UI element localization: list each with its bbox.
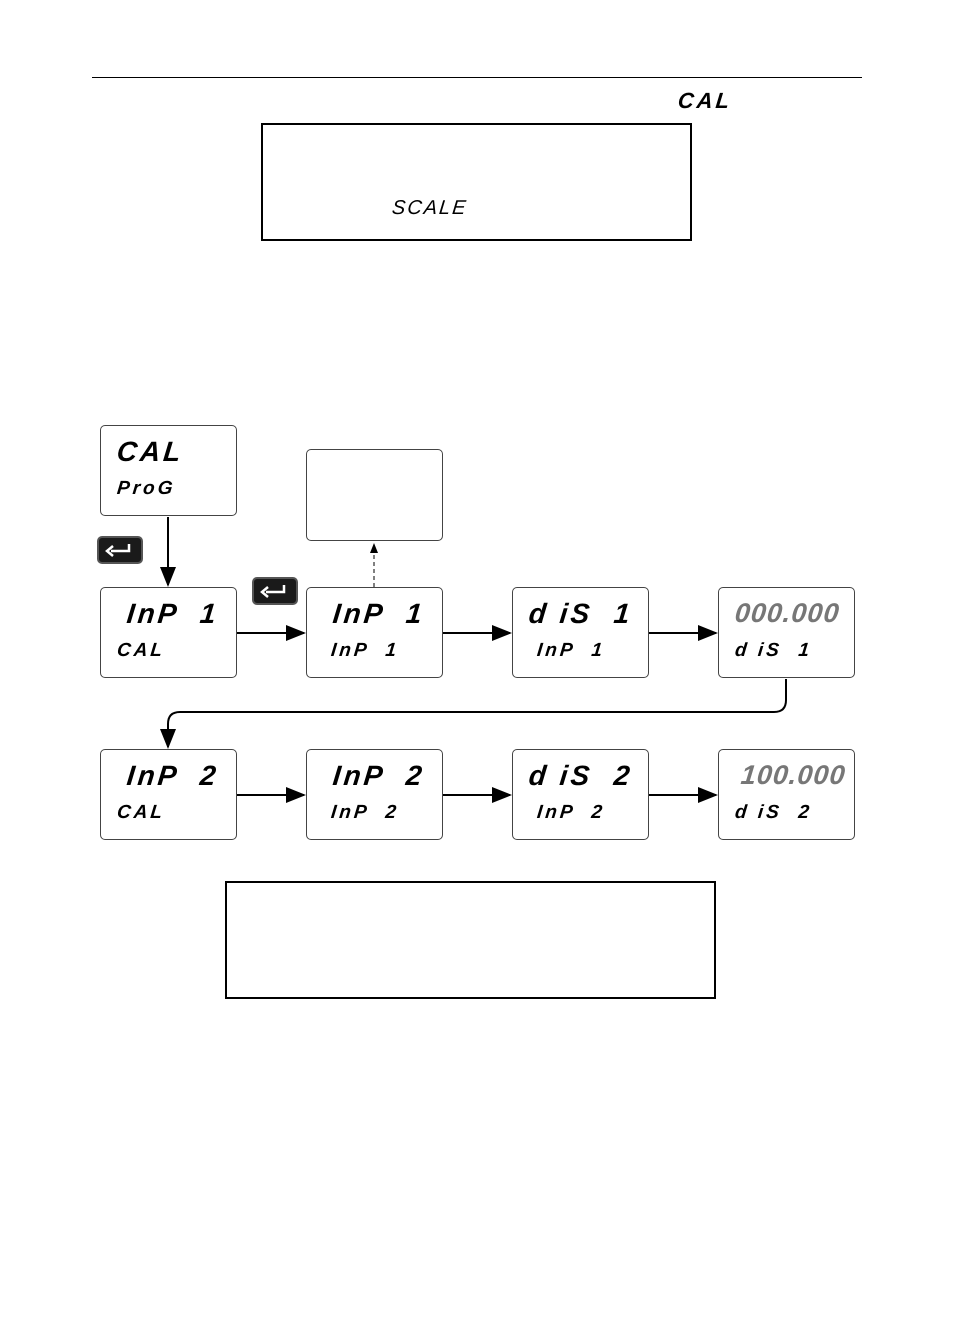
blank-display-box (306, 449, 443, 541)
display-r2-3: d iS 2 InP 2 (512, 749, 649, 840)
display-bottom: InP 2 (329, 802, 401, 823)
display-r1-1: InP 1 CAL (100, 587, 237, 678)
display-r1-4: 000.000 d iS 1 (718, 587, 855, 678)
display-bottom: InP 2 (535, 802, 607, 823)
display-value: 000.000 (733, 598, 842, 628)
header-rule (92, 77, 862, 78)
enter-arrow-icon (260, 585, 286, 598)
display-r2-2: InP 2 InP 2 (306, 749, 443, 840)
display-bottom: InP 1 (535, 640, 607, 661)
display-bottom: CAL (115, 802, 167, 823)
display-bottom: InP 1 (329, 640, 401, 661)
display-r2-4: 100.000 d iS 2 (718, 749, 855, 840)
enter-key-icon[interactable] (97, 536, 143, 564)
display-top: InP 1 (331, 598, 427, 629)
display-top: InP 1 (125, 598, 221, 629)
arrow-wrap (160, 679, 787, 749)
display-bottom: d iS 2 (733, 802, 814, 823)
display-r1-3: d iS 1 InP 1 (512, 587, 649, 678)
display-start-bottom: ProG (115, 478, 177, 499)
display-top: d iS 1 (527, 598, 635, 629)
display-bottom: d iS 1 (733, 640, 814, 661)
enter-key-icon[interactable] (252, 577, 298, 605)
display-start-top: CAL (115, 436, 186, 467)
display-bottom: CAL (115, 640, 167, 661)
enter-arrow-icon (105, 544, 131, 557)
top-note-box: SCALE (261, 123, 692, 241)
display-top: InP 2 (125, 760, 221, 791)
display-r2-1: InP 2 CAL (100, 749, 237, 840)
display-r1-2: InP 1 InP 1 (306, 587, 443, 678)
display-start: CAL ProG (100, 425, 237, 516)
display-top: InP 2 (331, 760, 427, 791)
display-top: d iS 2 (527, 760, 635, 791)
display-value: 100.000 (739, 760, 848, 790)
bottom-note-box (225, 881, 716, 999)
